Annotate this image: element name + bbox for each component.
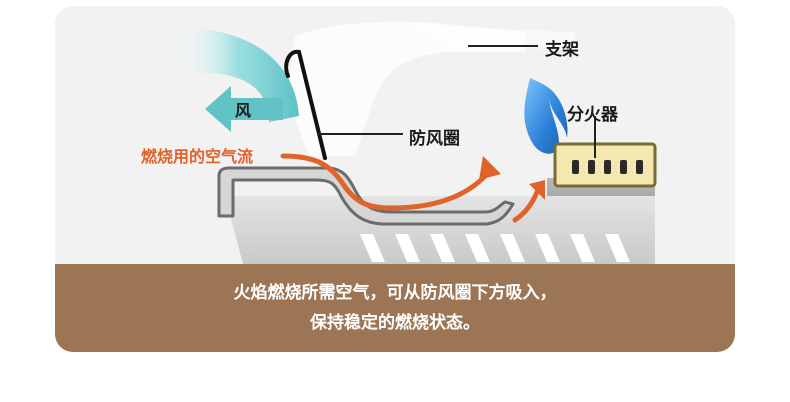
airflow-arrow (280, 153, 501, 211)
wind-arrow-icon (205, 86, 283, 132)
flame-icon (524, 78, 568, 154)
tray-slots (360, 234, 630, 262)
stand-label: 支架 (545, 40, 579, 60)
wind-label: 风 (235, 101, 252, 120)
stand-top-right (415, 26, 575, 50)
burner-holes (572, 160, 643, 174)
windscreen-label: 防风圈 (409, 129, 460, 149)
caption-banner: 火焰燃烧所需空气，可从防风圈下方吸入， 保持稳定的燃烧状态。 (55, 264, 735, 352)
windscreen-wire (284, 49, 327, 160)
caption-line-1: 火焰燃烧所需空气，可从防风圈下方吸入， (233, 283, 557, 303)
airflow-arrow-secondary (512, 180, 545, 223)
caption-line-2: 保持稳定的燃烧状态。 (310, 313, 480, 333)
airflow-label: 燃烧用的空气流 (141, 147, 254, 166)
stand-silhouette (287, 21, 525, 157)
stove-diagram: 支架 分火器 防风圈 风 燃烧用的空气流 (55, 6, 735, 264)
burner-label: 分火器 (567, 105, 618, 125)
stove-diagram-svg (175, 21, 657, 264)
illustration-card: 支架 分火器 防风圈 风 燃烧用的空气流 火焰燃烧所需空气，可从防风圈下方吸入，… (55, 6, 735, 352)
